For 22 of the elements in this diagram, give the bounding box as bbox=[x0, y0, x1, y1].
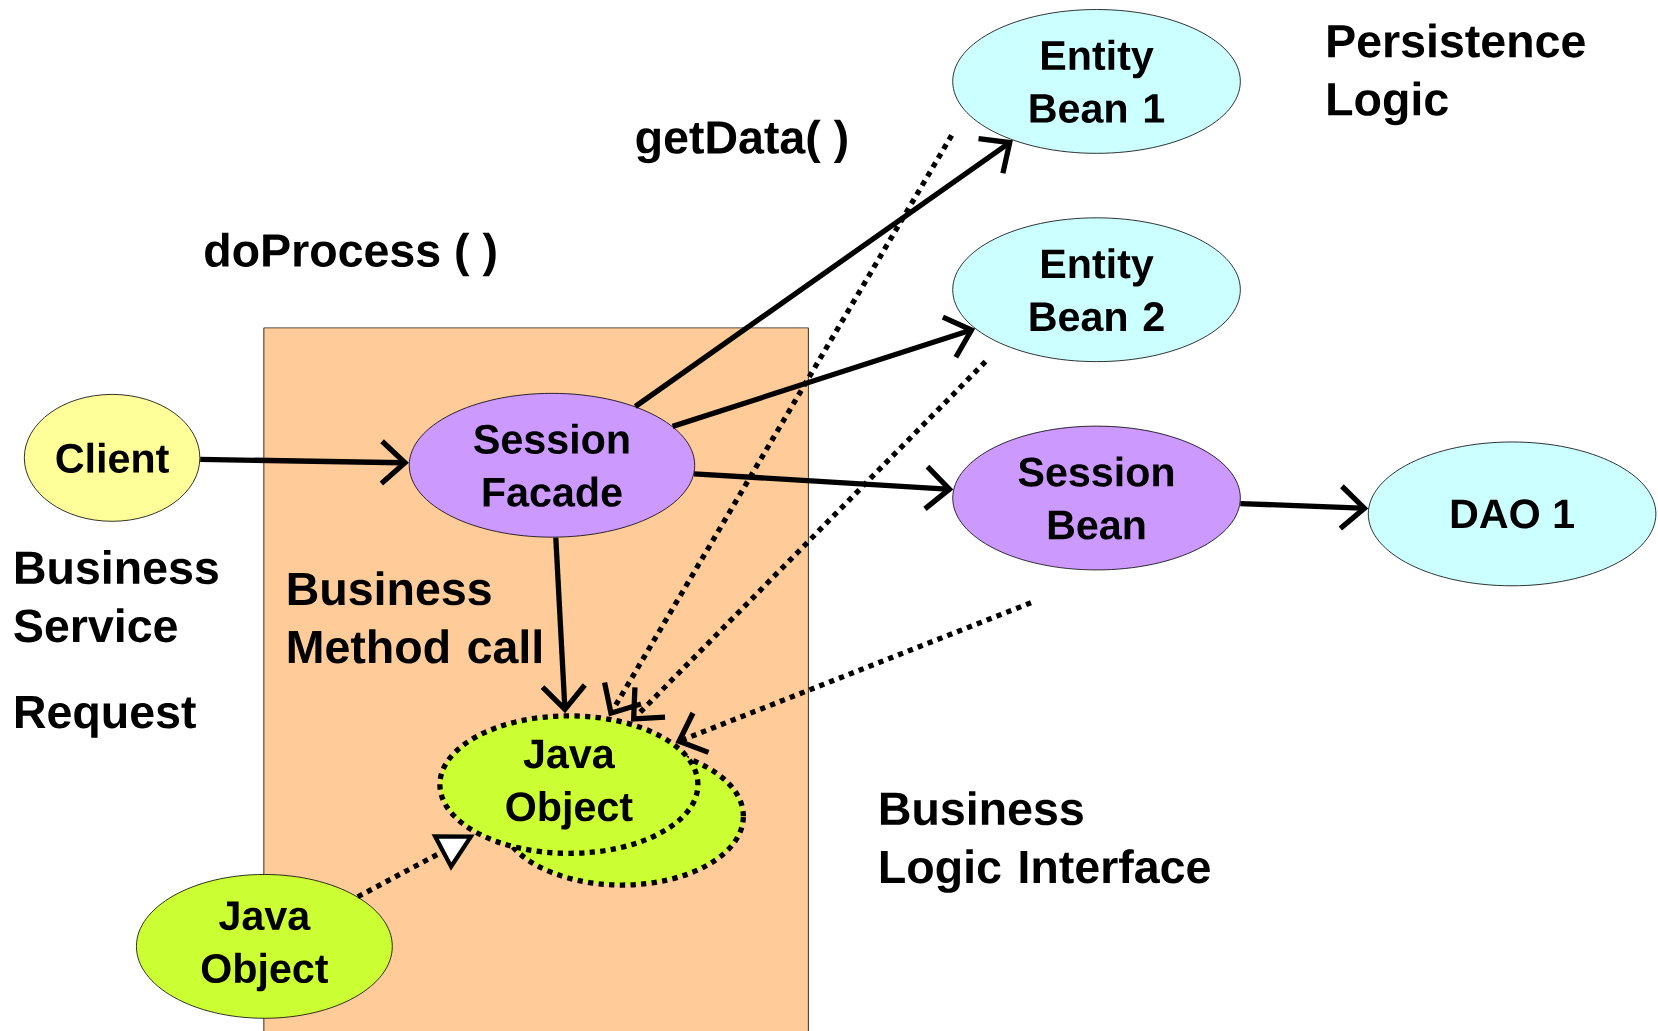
arrow bbox=[1240, 484, 1369, 531]
ellipse-node: Java Object bbox=[136, 874, 393, 1019]
arrow bbox=[693, 464, 954, 511]
ellipse-node: Entity Bean 1 bbox=[952, 9, 1241, 154]
dotted-arrow bbox=[601, 134, 954, 717]
dotted-arrow bbox=[630, 359, 988, 722]
ellipse-node: Session Facade bbox=[408, 392, 696, 538]
arrow bbox=[540, 537, 587, 714]
arrow bbox=[200, 439, 409, 486]
arrow bbox=[671, 314, 976, 429]
dotted-arrow bbox=[675, 600, 1032, 755]
text-label: getData( ) bbox=[636, 119, 847, 164]
text-label: Persistence Logic bbox=[1328, 23, 1585, 126]
ellipse-node: Session Bean bbox=[952, 425, 1241, 571]
arrow bbox=[633, 136, 1013, 409]
ellipse-node: Entity Bean 2 bbox=[952, 217, 1241, 363]
dotted-ellipse-node: Java Object bbox=[437, 713, 746, 888]
text-label: doProcess ( ) bbox=[205, 232, 496, 277]
text-label: Business Logic Interface bbox=[880, 791, 1210, 893]
ellipse-node: DAO 1 bbox=[1367, 441, 1657, 587]
text-label: Request bbox=[16, 695, 196, 738]
ellipse-node: Client bbox=[23, 394, 201, 522]
